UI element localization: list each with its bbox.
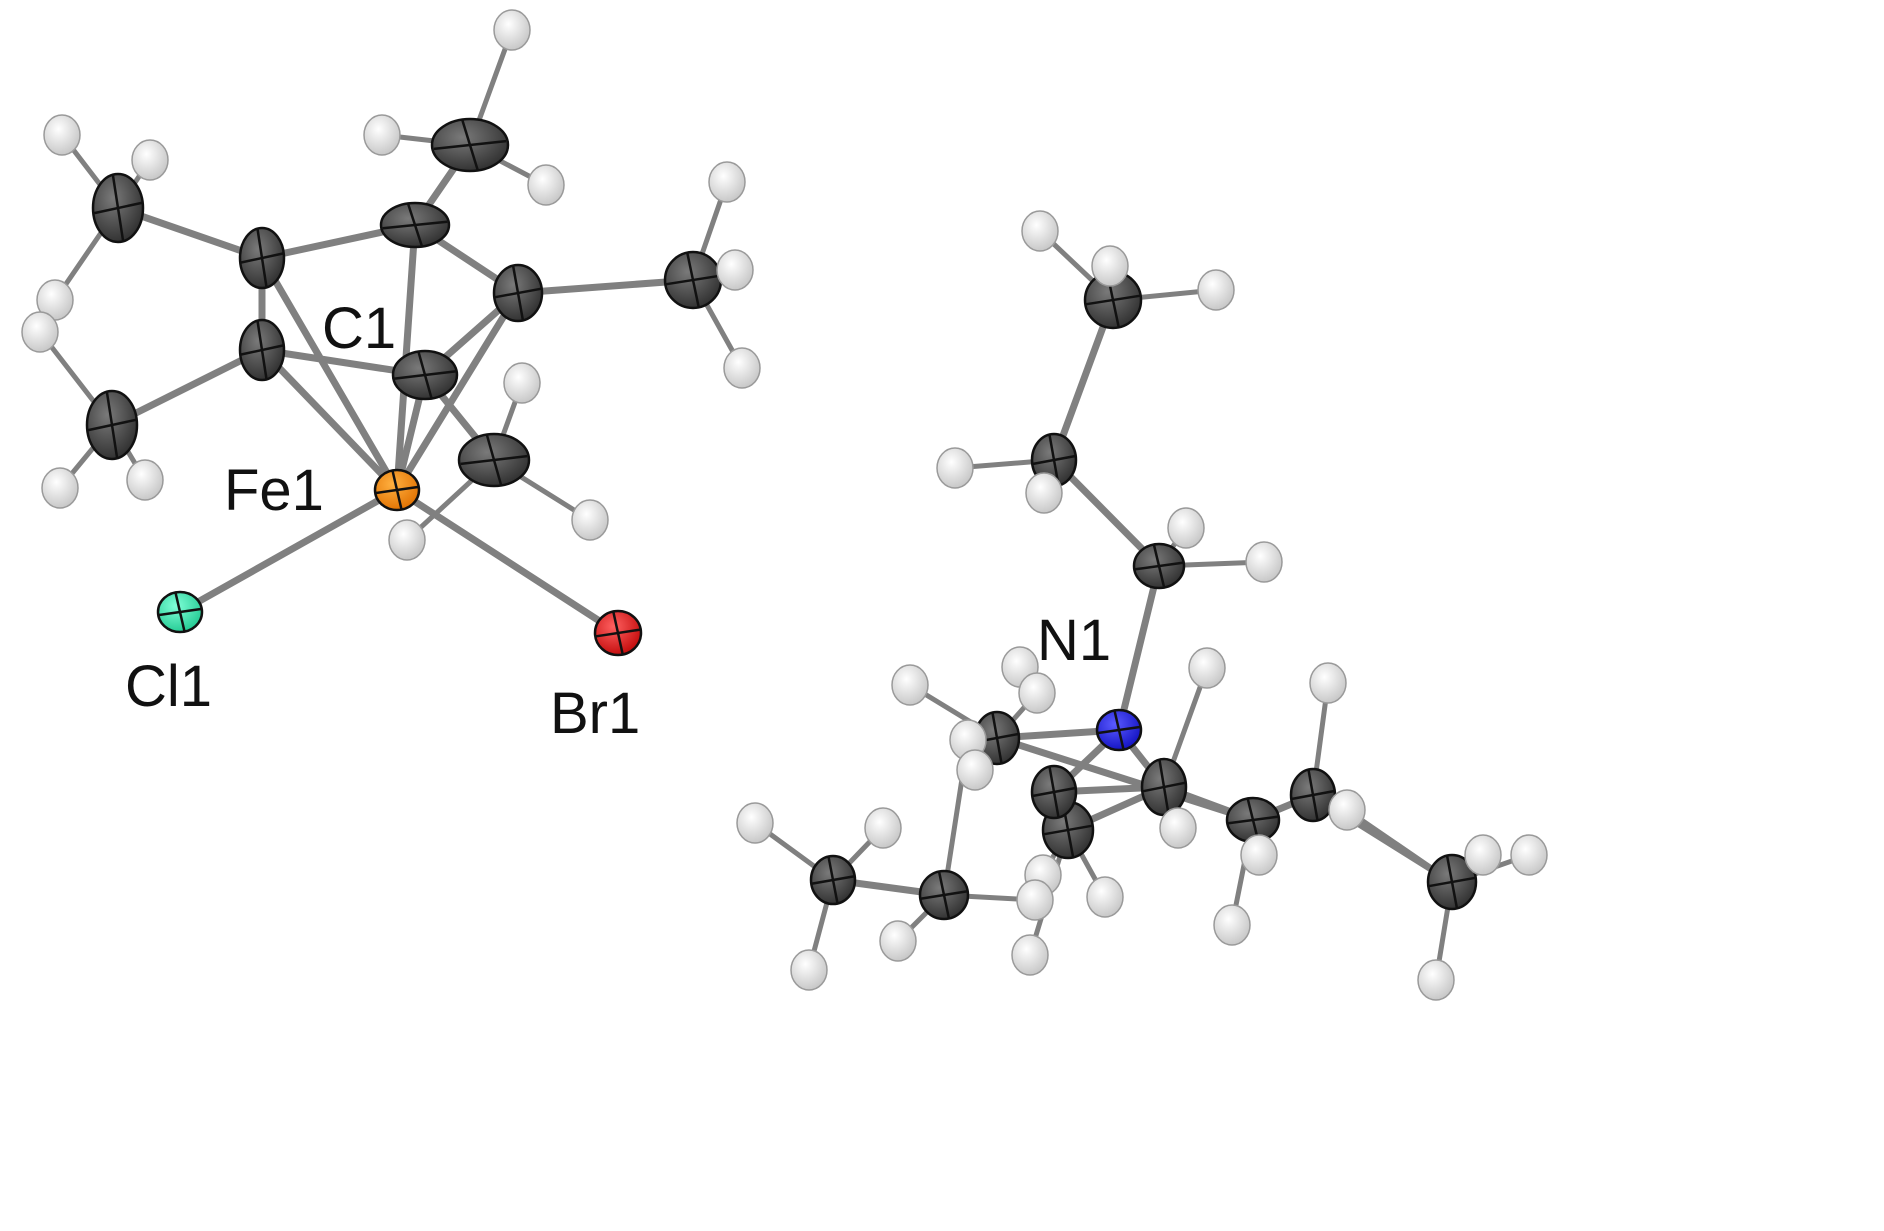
atom-h10 — [708, 161, 746, 203]
bond-n1-ca1 — [1115, 562, 1163, 734]
atom-n1 — [1095, 708, 1143, 752]
atom-h3 — [527, 164, 565, 206]
atom-h12 — [723, 347, 761, 389]
atom-hh22 — [1510, 834, 1548, 876]
bond-fe1-cul — [258, 254, 401, 494]
atom-cc2 — [1140, 757, 1188, 817]
atom-h2 — [363, 114, 401, 156]
atom-cd2 — [1289, 767, 1337, 823]
bond-fe1-cl1 — [176, 486, 401, 616]
atom-label-fe1: Fe1 — [224, 458, 324, 523]
atom-hh15 — [956, 749, 994, 791]
atom-hh3 — [1197, 269, 1235, 311]
atom-ca1 — [1132, 542, 1186, 590]
bond-fe1-cll — [258, 346, 401, 494]
atom-hh18 — [1240, 834, 1278, 876]
atom-hh19 — [1213, 904, 1251, 946]
atom-hh25 — [864, 807, 902, 849]
atom-hh13 — [1309, 662, 1347, 704]
atom-cm4 — [663, 250, 723, 310]
atom-ce1 — [809, 854, 857, 906]
atom-hh2 — [1091, 245, 1129, 287]
atom-hh23 — [1417, 959, 1455, 1001]
atom-h14 — [571, 499, 609, 541]
atom-c1 — [391, 349, 459, 401]
atom-ce2 — [918, 869, 970, 921]
atom-hh7 — [1245, 541, 1283, 583]
atom-hh27 — [879, 920, 917, 962]
atom-hh29 — [1011, 934, 1049, 976]
bond-fe1-cr — [393, 289, 522, 494]
atom-cf1 — [1426, 853, 1478, 911]
atom-hh24 — [736, 802, 774, 844]
atom-br1 — [593, 609, 643, 657]
atom-hh16 — [1159, 807, 1197, 849]
atom-cd1 — [1225, 796, 1281, 844]
atom-h8 — [41, 467, 79, 509]
atom-cm2 — [91, 172, 145, 244]
atom-h15 — [388, 519, 426, 561]
atom-hh20 — [1328, 789, 1366, 831]
atom-label-cl1: Cl1 — [125, 654, 213, 719]
atom-fe1 — [373, 468, 421, 512]
bond-cll-cm3 — [108, 346, 266, 429]
atom-ctop — [379, 201, 451, 249]
atom-hh4 — [936, 447, 974, 489]
atom-hh12 — [1188, 647, 1226, 689]
atom-hh17 — [1086, 876, 1124, 918]
atom-hh5 — [1025, 472, 1063, 514]
atom-cul — [238, 226, 286, 290]
atom-label-c1: C1 — [322, 296, 397, 361]
atom-cr — [492, 263, 544, 323]
atom-hh26 — [790, 949, 828, 991]
atom-hh10 — [891, 664, 929, 706]
atom-h9 — [126, 459, 164, 501]
atom-cc1 — [1030, 764, 1078, 820]
atom-cm1 — [430, 117, 510, 173]
atom-hh11 — [1018, 672, 1056, 714]
atom-cl1 — [156, 590, 204, 634]
atom-h11 — [716, 249, 754, 291]
atom-hh28 — [1016, 879, 1054, 921]
atom-h7 — [21, 311, 59, 353]
atom-h1 — [493, 9, 531, 51]
atom-hh1 — [1021, 210, 1059, 252]
atom-label-br1: Br1 — [550, 681, 641, 746]
atom-label-n1: N1 — [1037, 608, 1112, 673]
atom-h5 — [131, 139, 169, 181]
atom-cm5 — [457, 432, 531, 488]
atom-hh6 — [1167, 507, 1205, 549]
atom-cll — [238, 318, 286, 382]
atom-cm3 — [85, 389, 139, 461]
atom-h4 — [43, 114, 81, 156]
atoms-layer — [21, 9, 1548, 1001]
atom-hh21 — [1464, 834, 1502, 876]
atom-h13 — [503, 362, 541, 404]
